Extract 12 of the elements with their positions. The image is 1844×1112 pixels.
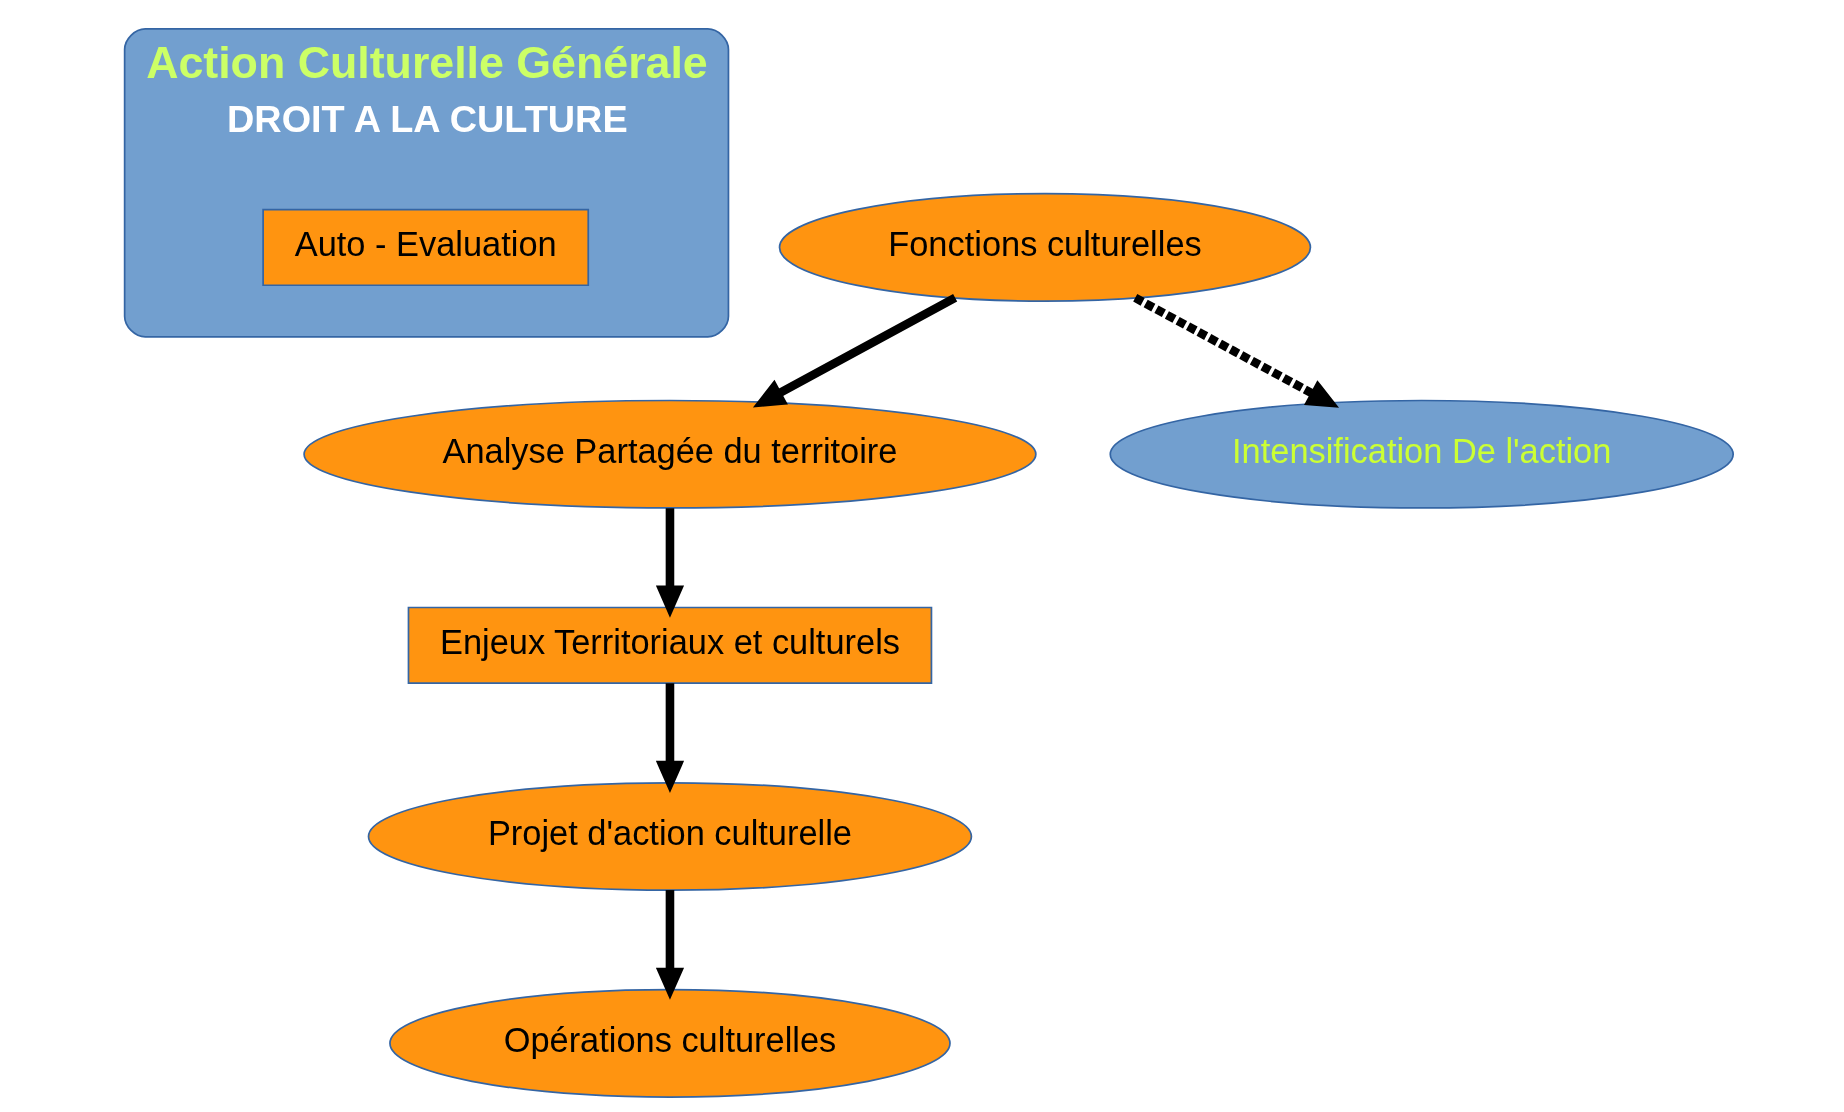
arrow xyxy=(655,508,685,618)
node-ellipse: Intensification De l'action xyxy=(1109,399,1734,509)
arrow xyxy=(752,294,958,408)
node-ellipse: Analyse Partagée du territoire xyxy=(303,399,1037,509)
node-ellipse: Projet d'action culturelle xyxy=(367,781,973,892)
arrow xyxy=(655,890,685,1000)
node-box: Auto - Evaluation xyxy=(262,208,590,287)
arrow xyxy=(655,683,685,794)
arrow xyxy=(1133,294,1340,408)
node-ellipse: Fonctions culturelles xyxy=(778,192,1312,302)
node-ellipse: Opérations culturelles xyxy=(389,988,951,1098)
node-box: Enjeux Territoriaux et culturels xyxy=(407,606,933,685)
